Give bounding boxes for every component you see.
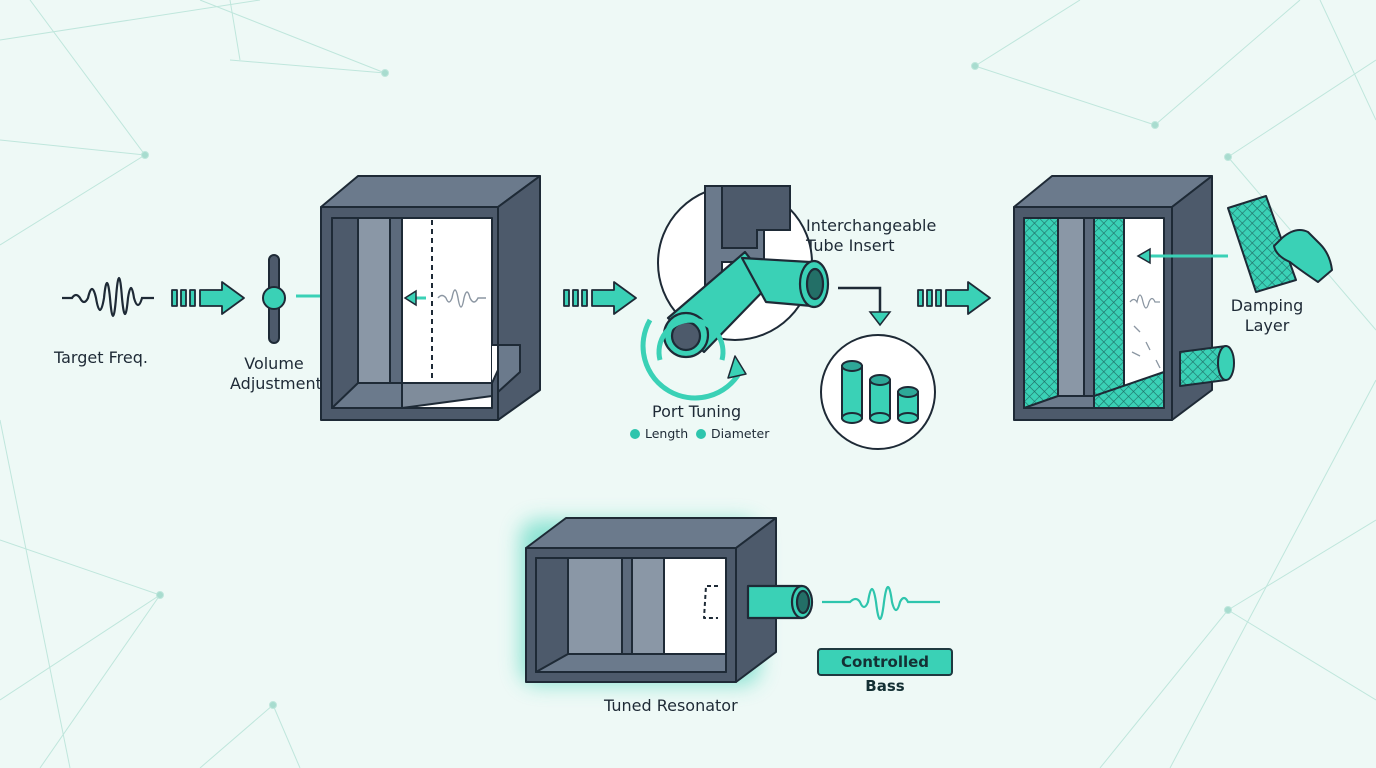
arrow-icon [917,281,991,315]
arrow-icon [563,281,637,315]
hand-icon [1273,229,1333,283]
legend-text-length: Length [645,426,689,441]
enclosure-box-1 [320,175,541,421]
legend-length: Length [630,426,688,441]
tuned-resonator-box [525,517,777,683]
label-tube-insert: Interchangeable Tube Insert [806,216,936,256]
foam-panel-icon [1227,195,1297,293]
label-port-tuning: Port Tuning [652,402,742,421]
label-volume-line1: Volume [244,354,304,373]
arrow-icon [838,286,892,327]
sound-scatter-icon [1131,325,1161,369]
label-damping-line2: Layer [1244,316,1290,335]
tube-set-circle [820,334,936,450]
arrow-icon [1136,247,1228,265]
tube-icon [640,250,830,401]
arrow-icon [171,281,245,315]
arrow-icon [403,289,426,307]
waveform-icon [822,585,940,621]
legend-dot-diameter [696,428,706,439]
legend-dot-length [630,428,640,439]
inner-wave-icon [1129,294,1160,309]
waveform-icon [62,276,154,318]
label-tuned-resonator: Tuned Resonator [604,696,738,715]
legend-text-diameter: Diameter [711,426,770,441]
label-tube-line2: Tube Insert [806,236,895,255]
inner-wave-icon [437,289,486,308]
label-damping-line1: Damping [1230,296,1304,315]
label-volume-adjustment: Volume Adjustment [230,354,322,394]
label-tube-line1: Interchangeable [806,216,937,235]
controlled-bass-badge: Controlled Bass [817,648,953,695]
label-damping-layer: Damping Layer [1226,296,1308,336]
tube-icon [746,584,814,620]
label-volume-line2: Adjustment [230,374,322,393]
label-target-freq: Target Freq. [54,348,148,367]
legend-diameter: Diameter [696,426,769,441]
enclosure-box-3 [1013,175,1235,421]
